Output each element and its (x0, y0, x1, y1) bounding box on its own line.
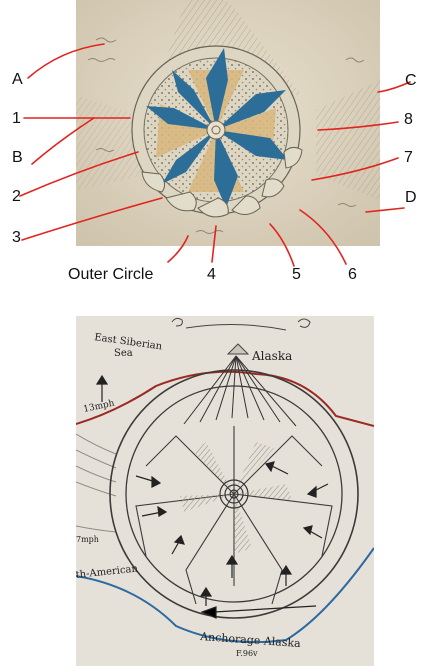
callout-line-outer (167, 235, 189, 263)
outer-lobes (141, 146, 303, 218)
anchorage-alaska-label: Anchorage Alaska (199, 630, 302, 650)
speed-left-label: 13mph (83, 399, 116, 415)
callout-line-a (27, 43, 105, 79)
label-b: B (12, 149, 23, 166)
blue-petals (146, 48, 288, 208)
fan-lines (183, 355, 297, 427)
label-a: A (12, 71, 23, 88)
label-6: 6 (348, 266, 357, 283)
left-streaks (76, 433, 117, 533)
cone-top (226, 343, 250, 355)
folio-label: F.96v (236, 649, 258, 658)
callout-line-c (377, 81, 411, 93)
label-8: 8 (404, 111, 413, 128)
callout-line-2 (19, 151, 139, 197)
callout-line-5 (269, 223, 295, 267)
label-c: C (405, 72, 417, 89)
sketch-labels: East Siberian Sea Alaska 13mph 7mph th-A… (76, 332, 302, 658)
right-ray (316, 80, 380, 200)
label-3: 3 (12, 229, 21, 246)
callout-line-4 (211, 225, 217, 263)
callout-line-6 (299, 209, 347, 265)
label-4: 4 (207, 266, 216, 283)
callout-line-b (31, 117, 95, 165)
manuscript-photo (76, 0, 380, 246)
north-american-coast-line (76, 547, 374, 644)
north-american-label: th-American (76, 563, 139, 581)
label-1: 1 (12, 110, 21, 127)
callout-line-3 (21, 197, 163, 241)
label-d: D (405, 189, 417, 206)
outer-circle-label: Outer Circle (68, 266, 154, 283)
callout-line-7 (311, 157, 399, 181)
east-siberian-sea-label-2: Sea (114, 348, 133, 359)
label-7: 7 (404, 149, 413, 166)
spiral-center (219, 479, 249, 509)
current-arrows (95, 374, 329, 619)
label-5: 5 (292, 266, 301, 283)
center-circle (206, 120, 226, 140)
hand-drawn-sketch: East Siberian Sea Alaska 13mph 7mph th-A… (76, 316, 374, 666)
sketch-outer-circle (109, 369, 359, 619)
top-scribbles (171, 317, 311, 331)
handwriting-marks (87, 37, 365, 234)
alaska-top-label: Alaska (251, 349, 292, 363)
manuscript-drawing (76, 0, 380, 246)
label-2: 2 (12, 188, 21, 205)
sketch-drawing (76, 316, 374, 666)
callout-line-d (365, 207, 405, 213)
speed-left-edge-label: 7mph (76, 535, 99, 544)
callout-lines (19, 43, 411, 267)
callout-line-8 (317, 121, 399, 131)
